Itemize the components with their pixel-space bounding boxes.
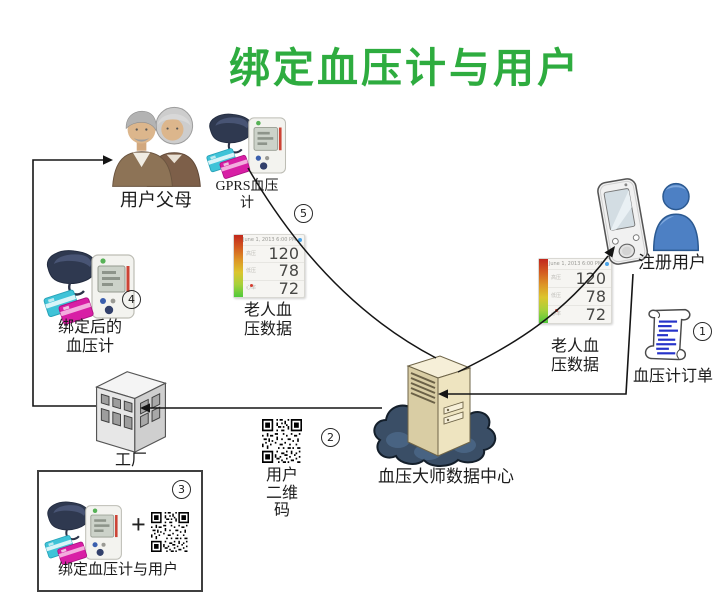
elderly-parents-icon — [103, 98, 209, 190]
bp-gradient-scale — [539, 259, 548, 323]
qr-code-icon — [151, 512, 189, 552]
bp-timestamp: June 1, 2013 6:00 PM — [548, 261, 603, 267]
info-dot-icon — [298, 238, 302, 242]
bp-timestamp: June 1, 2013 6:00 PM — [243, 237, 296, 243]
registered-user-icon — [650, 180, 702, 254]
bp-device-icon — [41, 498, 127, 566]
user-qr-label: 用户 二维 码 — [265, 467, 298, 520]
elder-bp-left-label: 老人血 压数据 — [243, 302, 292, 338]
order-scroll-icon — [636, 306, 700, 364]
binding-box: 3 + 绑定血压计与用户 — [37, 470, 203, 592]
systolic-value: 120 — [268, 244, 299, 264]
order-label: 血压计订单 — [632, 368, 713, 385]
step-2-badge: 2 — [321, 428, 340, 447]
step-4-badge: 4 — [122, 290, 141, 309]
bound-device-label: 绑定后的 血压计 — [57, 319, 122, 355]
factory-icon — [92, 366, 170, 454]
page-title: 绑定血压计与用户 — [229, 44, 581, 92]
bp-gradient-scale — [234, 235, 243, 297]
pulse-value: 72 — [585, 304, 606, 324]
data-center-label: 血压大师数据中心 — [378, 467, 514, 486]
gprs-bp-device-icon — [203, 110, 291, 180]
bound-bp-device-icon — [40, 246, 140, 326]
data-center-icon — [366, 350, 506, 468]
diastolic-value: 78 — [585, 286, 606, 306]
elder-bp-right-label: 老人血 压数据 — [550, 338, 599, 374]
pulse-value: 72 — [278, 278, 299, 298]
gprs-device-label: GPRS血压 计 — [215, 179, 279, 211]
binding-box-label: 绑定血压计与用户 — [57, 562, 178, 578]
plus-sign: + — [131, 510, 146, 539]
factory-label: 工厂 — [114, 452, 147, 469]
registered-user-label: 注册用户 — [638, 253, 706, 272]
parents-label: 用户父母 — [120, 190, 192, 210]
step-3-badge: 3 — [172, 480, 191, 499]
diastolic-value: 78 — [278, 261, 299, 281]
heart-icon — [250, 283, 253, 287]
step-5-badge: 5 — [294, 204, 313, 223]
heart-icon — [555, 309, 558, 312]
user-qr-code-icon — [262, 419, 302, 463]
systolic-value: 120 — [575, 268, 606, 288]
step-1-badge: 1 — [693, 322, 712, 341]
smartphone-icon — [596, 176, 654, 272]
